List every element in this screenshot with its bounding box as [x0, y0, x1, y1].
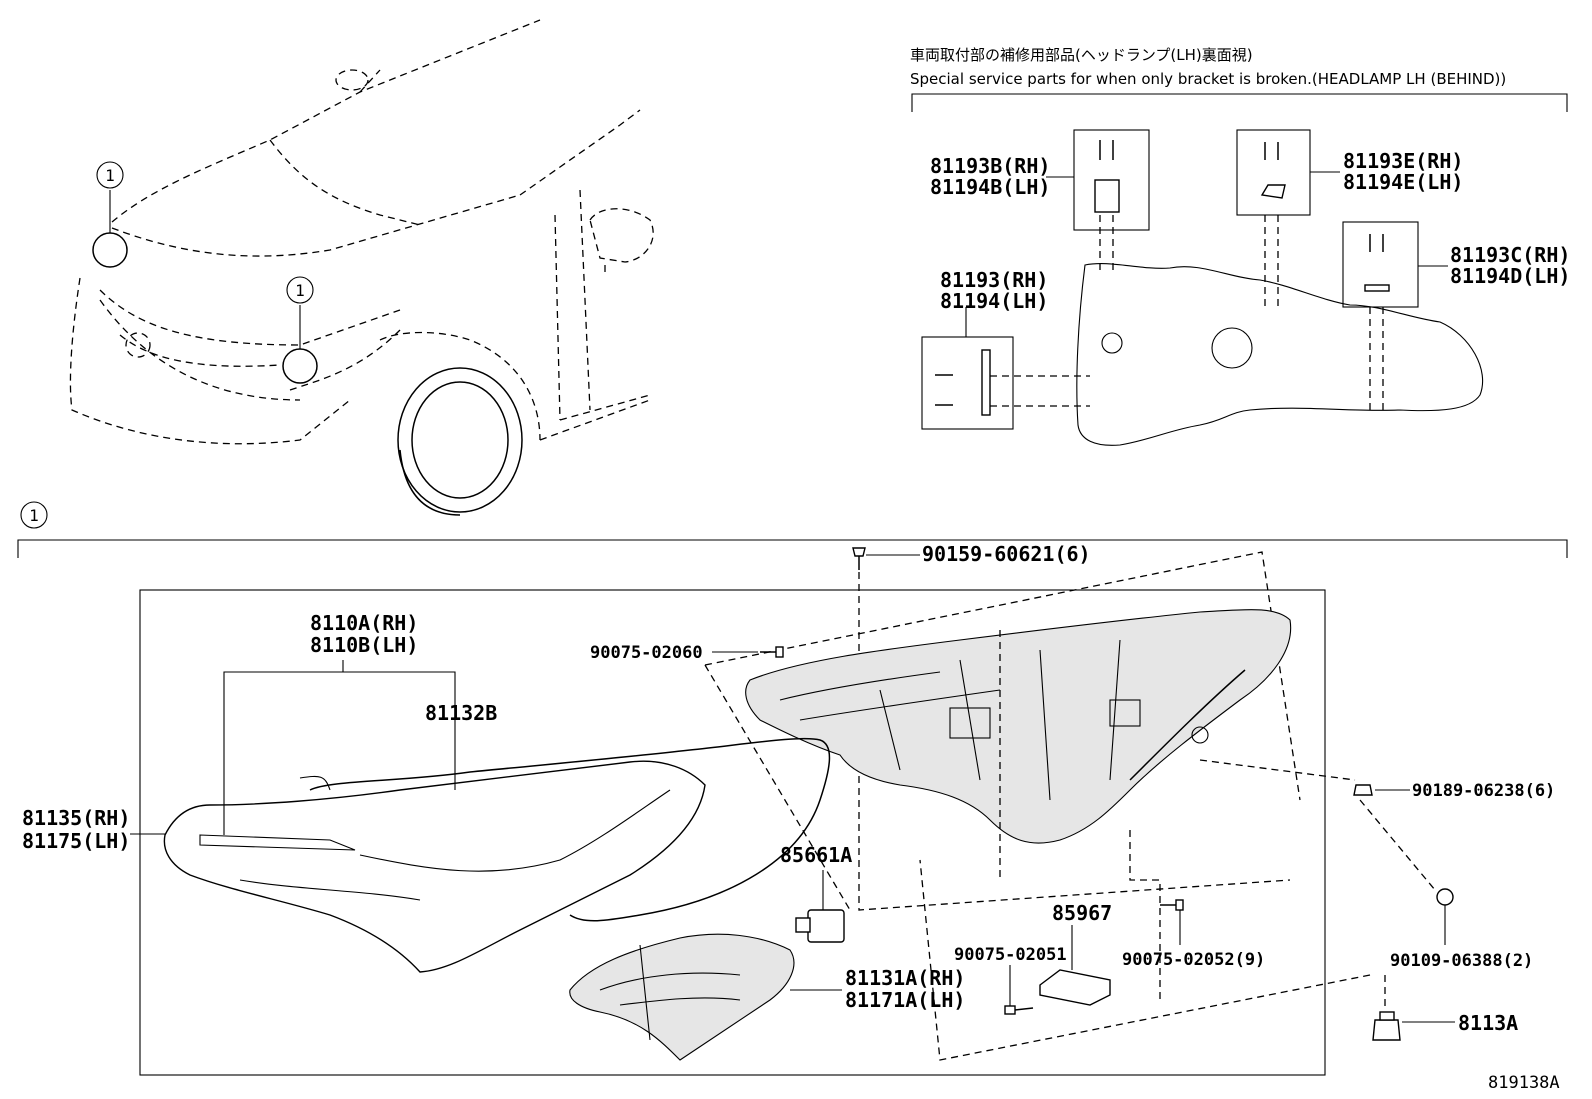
clip-81193-icon	[935, 349, 991, 416]
label-90159-60621: 90159-60621(6)	[922, 542, 1091, 566]
label-90075-02051: 90075-02051	[954, 945, 1067, 965]
note-english: Special service parts for when only brac…	[910, 70, 1506, 88]
clip-81193B-icon	[1094, 140, 1120, 213]
callout-marker-b: 1	[295, 281, 305, 300]
clip-90189-icon	[1353, 784, 1373, 796]
module-85967-icon	[1039, 969, 1111, 1006]
label-85967: 85967	[1052, 901, 1112, 925]
headlamp-housing	[745, 609, 1292, 844]
bracket-service-parts-section: 車両取付部の補修用部品(ヘッドランプ(LH)裏面視) Special servi…	[910, 46, 1570, 446]
label-8113A: 8113A	[1458, 1011, 1518, 1035]
note-japanese: 車両取付部の補修用部品(ヘッドランプ(LH)裏面視)	[910, 46, 1253, 64]
vehicle-front-illustration: 1 1	[69, 19, 654, 516]
label-8110B: 8110B(LH)	[310, 633, 418, 657]
headlamp-lens	[163, 760, 706, 973]
label-90075-02060: 90075-02060	[590, 643, 703, 663]
connector-85661A-icon	[795, 909, 845, 943]
label-81194E: 81194E(LH)	[1343, 170, 1463, 194]
cap-8113A-icon	[1372, 1011, 1401, 1041]
screw-90075-02052-icon	[1160, 899, 1184, 911]
label-90075-02052: 90075-02052(9)	[1122, 950, 1265, 970]
screw-90075-02051-icon	[1004, 1005, 1034, 1015]
lamp-lower-cover	[569, 933, 795, 1061]
label-81131A: 81131A(RH)	[845, 966, 965, 990]
label-90109-06388: 90109-06388(2)	[1390, 951, 1533, 971]
nut-90109-icon	[1436, 888, 1454, 906]
label-8110A: 8110A(RH)	[310, 611, 418, 635]
section-marker: 1	[29, 506, 39, 525]
label-81193C: 81193C(RH)	[1450, 243, 1570, 267]
label-81132B: 81132B	[425, 701, 497, 725]
screw-90075-02060-icon	[760, 646, 784, 658]
label-81193B: 81193B(RH)	[930, 154, 1050, 178]
clip-81193E-icon	[1260, 142, 1286, 199]
clip-81193C-icon	[1364, 234, 1390, 292]
headlamp-assembly-section: 1 90159-60621(6) 90075-02060	[17, 501, 1568, 1076]
lamp-seal-cord	[309, 737, 831, 922]
label-81193: 81193(RH)	[940, 268, 1048, 292]
label-85661A: 85661A	[780, 843, 852, 867]
label-81194: 81194(LH)	[940, 289, 1048, 313]
callout-marker-a: 1	[105, 166, 115, 185]
bolt-90159-icon	[852, 547, 866, 570]
label-81194B: 81194B(LH)	[930, 175, 1050, 199]
label-81193E: 81193E(RH)	[1343, 149, 1463, 173]
label-81175: 81175(LH)	[22, 829, 130, 853]
label-90189-06238: 90189-06238(6)	[1412, 781, 1555, 801]
label-81171A: 81171A(LH)	[845, 988, 965, 1012]
figure-code: 819138A	[1488, 1073, 1560, 1093]
label-81135: 81135(RH)	[22, 806, 130, 830]
headlamp-back-silhouette	[1076, 263, 1484, 446]
label-81194D: 81194D(LH)	[1450, 264, 1570, 288]
